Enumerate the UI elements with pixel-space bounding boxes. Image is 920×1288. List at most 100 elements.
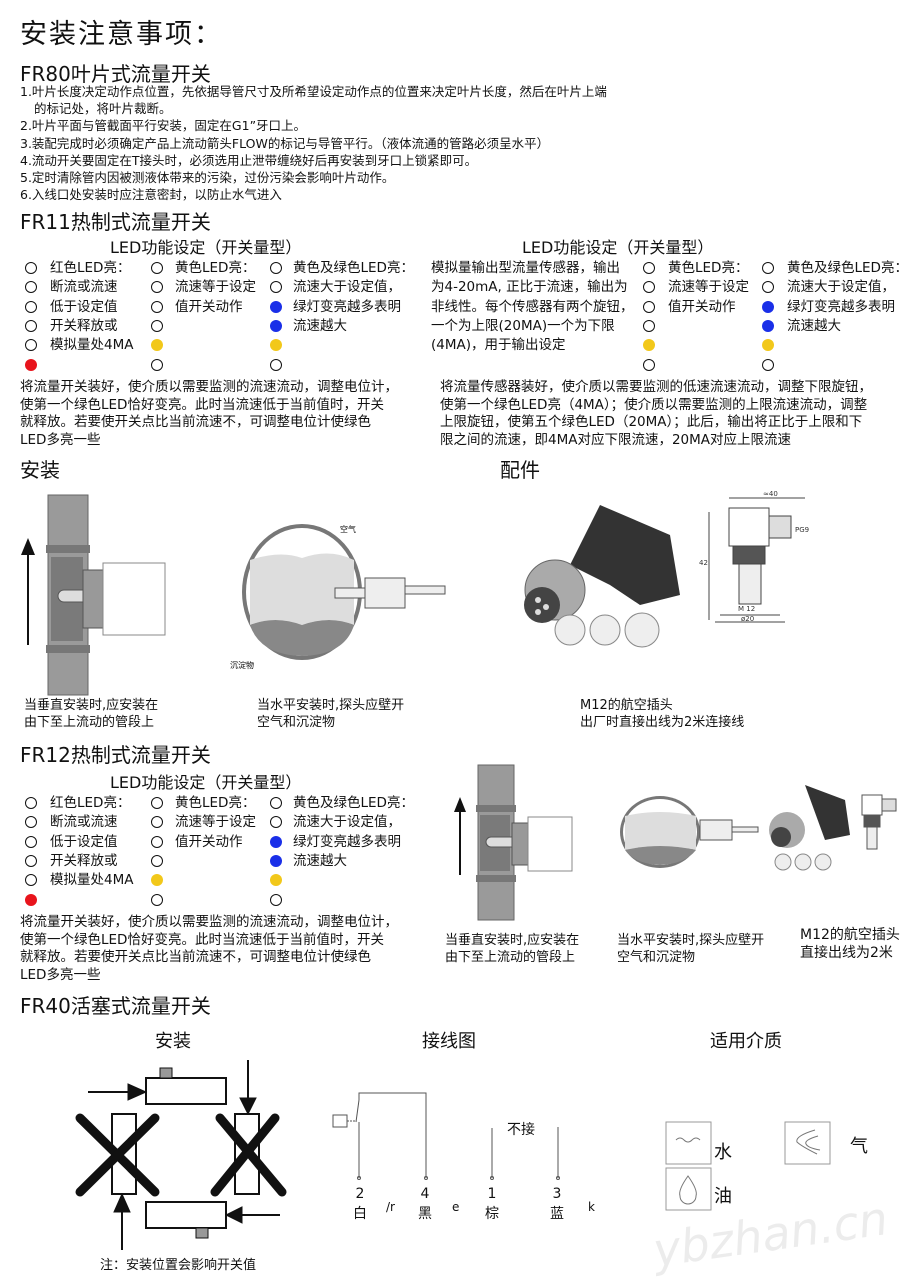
fr12-green-led-description: 黄色及绿色LED亮：流速大于设定值，绿灯变亮越多表明流速越大	[293, 794, 414, 871]
led-indicator-off	[25, 262, 37, 274]
led-indicator-off	[25, 319, 37, 332]
text-line: LED多亮一些	[20, 431, 101, 448]
fr80-heading: FR80叶片式流量开关	[20, 62, 211, 86]
dimension-42-label: 42	[699, 559, 708, 567]
led-indicator-off	[643, 358, 655, 371]
list-item: 5.定时清除管内因被测液体带来的污染，过份污染会影响叶片动作。	[20, 170, 395, 186]
led-indicator-off	[270, 893, 282, 906]
text-line: 红色LED亮：	[50, 260, 131, 276]
text-line: 将流量开关装好，使介质以需要监测的流速流动，调整电位计，	[20, 914, 398, 930]
led-indicator-blue	[762, 300, 774, 313]
text-line: 就释放。若要使开关点比当前流速不，可调整电位计使绿色	[20, 949, 371, 965]
caption-vertical: 当垂直安装时,应安装在由下至上流动的管段上	[24, 697, 158, 731]
drop-icon	[679, 1175, 697, 1205]
caption-m12: M12的航空插头出厂时直接出线为2米连接线	[580, 697, 744, 731]
led-indicator-off	[25, 874, 37, 887]
text-line: 当水平安装时,探头应壁开	[617, 933, 765, 948]
list-item: 2.叶片平面与管截面平行安装，固定在G1”牙口上。	[20, 118, 307, 134]
text-line: 流速等于设定	[175, 814, 256, 831]
wiring-heading: 接线图	[422, 1031, 476, 1052]
fr12-setup-paragraph: 将流量开关装好，使介质以需要监测的流速流动，调整电位计，使第一个绿色LED恰好变…	[20, 914, 398, 984]
led-indicator-off	[25, 797, 37, 809]
led-indicator-off	[151, 300, 163, 313]
page-title: 安装注意事项：	[20, 19, 223, 50]
dimension-40-label: ≈40	[763, 490, 778, 498]
cross-icon	[75, 1113, 160, 1197]
air-label: 空气	[340, 524, 356, 534]
led-indicator-off	[643, 281, 655, 294]
media-water-label: 水	[714, 1142, 732, 1163]
text-line: 一个为上限(20MA)一个为下限	[431, 317, 615, 334]
text-line: 非线性。每个传感器有两个旋钮，	[431, 298, 634, 315]
pin-number: 3	[552, 1186, 562, 1202]
led-indicator-off	[643, 262, 655, 274]
text-line: 使第一个绿色LED恰好变亮。此时当流速低于当前值时，开关	[20, 931, 384, 948]
led-indicator-off	[25, 835, 37, 848]
text-line: 为4-20mA, 正比于流速，输出为	[431, 279, 628, 296]
list-item: 1.叶片长度决定动作点位置，先依据导管尺寸及所希望设定动作点的位置来决定叶片长度…	[20, 84, 607, 99]
text-line: 空气和沉淀物	[257, 715, 336, 730]
led-indicator-off	[151, 797, 163, 809]
led-indicator-yellow	[151, 339, 163, 352]
led-indicator-off	[762, 281, 774, 294]
text-line: 流速大于设定值，	[787, 279, 895, 296]
switch-icon	[332, 1114, 348, 1128]
led-indicator-off	[151, 262, 163, 274]
fr12-connector-image	[769, 785, 897, 871]
led-title-right: LED功能设定（开关量型）	[522, 238, 714, 257]
led-indicator-off	[762, 262, 774, 274]
pin-stray-text: k	[588, 1200, 595, 1214]
text-line: 使第一个绿色LED恰好变亮。此时当流速低于当前值时，开关	[20, 396, 384, 413]
cross-icon	[210, 1113, 287, 1197]
text-line: 低于设定值	[50, 833, 118, 850]
led-indicator-off	[25, 854, 37, 867]
pin-stray-text: /r	[386, 1200, 395, 1214]
led-indicator-off	[151, 281, 163, 294]
vertical-install-illustration	[21, 494, 166, 696]
led-indicator-off	[151, 816, 163, 829]
dimension-m12-label: M 12	[738, 605, 755, 613]
list-item: 6.入线口处安装时应注意密封，以防止水气进入	[20, 187, 282, 203]
text-line: 黄色LED亮：	[175, 260, 256, 276]
led-indicator-yellow	[270, 339, 282, 352]
text-line: 将流量开关装好，使介质以需要监测的流速流动，调整电位计，	[20, 379, 398, 395]
pin-color: 黑	[418, 1206, 432, 1222]
text-line: 当垂直安装时,应安装在	[24, 698, 159, 713]
text-line: 绿灯变亮越多表明	[787, 298, 895, 315]
text-line: 断流或流速	[50, 279, 118, 296]
led-indicator-off	[25, 281, 37, 294]
text-line: 模拟量处4MA	[50, 872, 134, 889]
water-wave-icon	[675, 1137, 701, 1143]
media-oil-label: 油	[714, 1186, 732, 1207]
text-line: 限之间的流速，即4MA对应下限流速，20MA对应上限流速	[440, 431, 792, 448]
text-line: 上限旋钮，使第五个绿色LED（20MA）；此后，输出将正比于上限和下	[440, 414, 863, 430]
led-indicator-off	[270, 816, 282, 829]
fr12-led-title: LED功能设定（开关量型）	[110, 773, 302, 792]
text-line: 黄色LED亮：	[668, 260, 749, 276]
led-indicator-off	[151, 893, 163, 906]
text-line: 出厂时直接出线为2米连接线	[580, 715, 745, 730]
text-line: 流速越大	[787, 317, 841, 334]
pin-number: 2	[355, 1186, 365, 1202]
text-line: 将流量传感器装好，使介质以需要监测的低速流速流动，调整下限旋钮，	[440, 379, 872, 395]
text-line: 模拟量处4MA	[50, 337, 134, 354]
sediment-label: 沉淀物	[230, 660, 254, 670]
horizontal-install-illustration: 空气 沉淀物	[230, 524, 446, 670]
wiring-diagram	[332, 1092, 560, 1180]
red-led-description: 红色LED亮：断流或流速低于设定值开关释放或模拟量处4MA	[50, 259, 133, 355]
led-indicator-blue	[762, 319, 774, 332]
led-indicator-off	[151, 319, 163, 332]
fr12-red-led-description: 红色LED亮：断流或流速低于设定值开关释放或模拟量处4MA	[50, 794, 133, 890]
text-line: 就释放。若要使开关点比当前流速不，可调整电位计使绿色	[20, 414, 371, 430]
text-line: 流速大于设定值，	[293, 279, 401, 296]
led-indicator-off	[25, 816, 37, 829]
oil-icon	[665, 1167, 712, 1211]
fr12-horizontal-install-illustration	[620, 796, 759, 868]
text-line: 流速等于设定	[668, 279, 749, 296]
fr11-setup-paragraph-left: 将流量开关装好，使介质以需要监测的流速流动，调整电位计，使第一个绿色LED恰好变…	[20, 379, 398, 449]
fr11-setup-paragraph-right: 将流量传感器装好，使介质以需要监测的低速流速流动，调整下限旋钮，使第一个绿色LE…	[440, 379, 872, 449]
